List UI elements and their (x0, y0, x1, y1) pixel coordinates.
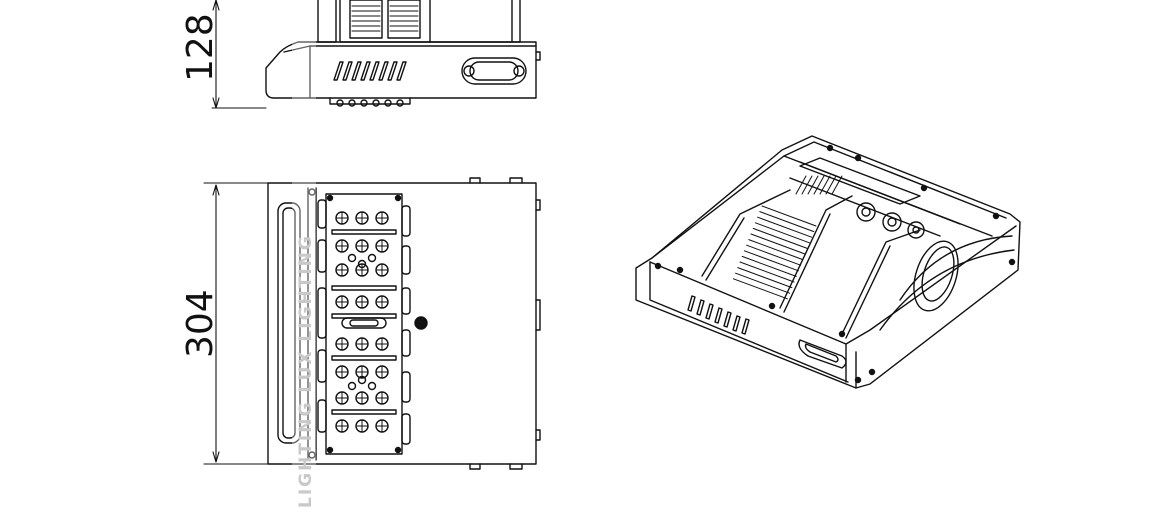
vent-slat (735, 272, 791, 294)
led-modules (326, 194, 402, 454)
watermark-band (292, 0, 316, 513)
side-vent-slots (333, 61, 407, 81)
watermark-text: LIGHTING LUX LIGHTING (296, 234, 316, 508)
dimension-length (203, 182, 269, 465)
side-view (265, 0, 541, 107)
top-round-button (856, 202, 876, 222)
led-divider (331, 285, 397, 291)
vent-slat (748, 239, 804, 261)
vent-slat (739, 261, 795, 283)
front-vent-slots (687, 295, 750, 335)
vent-slat (743, 250, 799, 272)
led-divider (331, 229, 397, 235)
mounting-hole (913, 240, 959, 312)
isometric-view (635, 135, 1021, 389)
vent-slat (741, 255, 797, 277)
dimension-length-label: 304 (180, 289, 221, 358)
front-bracket-slot (798, 339, 847, 369)
vent-slat (750, 233, 806, 255)
top-view (267, 177, 541, 470)
vent-slat (757, 216, 813, 238)
dimension-height (211, 0, 267, 109)
top-vents (732, 175, 843, 300)
side-bracket-slot (461, 57, 527, 85)
led-divider (331, 409, 397, 415)
vent-slat (737, 267, 793, 289)
vent-slat (746, 244, 802, 266)
led-board (325, 193, 403, 455)
vent-slat (752, 227, 808, 249)
dimension-height-label: 128 (180, 13, 221, 82)
vent-slat (754, 222, 810, 244)
vent-slat (761, 205, 817, 227)
vent-slat (732, 278, 788, 300)
vent-slat (759, 211, 815, 233)
led-divider (331, 355, 397, 361)
handle-slot (277, 202, 301, 444)
